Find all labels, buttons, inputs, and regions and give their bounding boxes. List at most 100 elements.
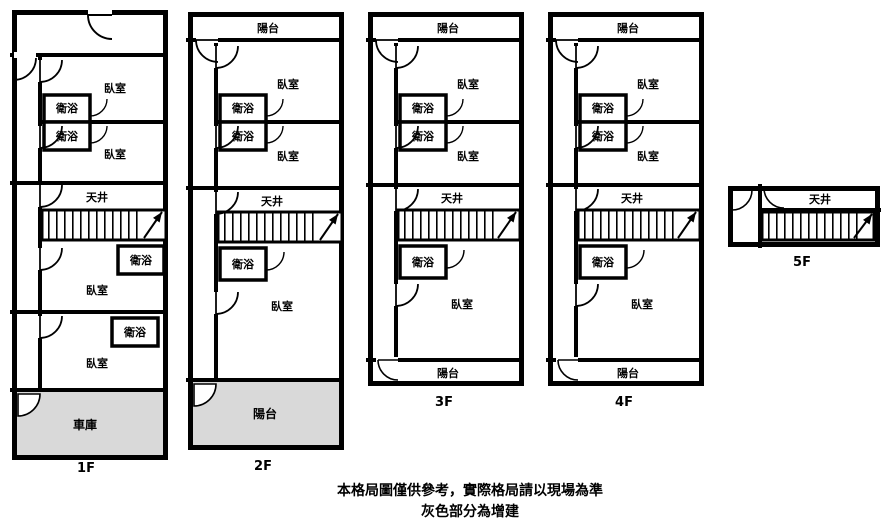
door-arc xyxy=(575,188,599,212)
door-arc xyxy=(265,125,284,144)
door-arc xyxy=(575,45,599,69)
door-arc xyxy=(89,98,108,117)
room-label-balcony: 陽台 xyxy=(253,406,277,421)
door-arc xyxy=(731,189,753,211)
room-label-bath: 衛浴 xyxy=(55,129,79,143)
door-arc xyxy=(39,247,63,271)
outer-wall xyxy=(368,12,524,386)
room-label-bedroom: 臥室 xyxy=(457,77,479,91)
room-label-bath: 衛浴 xyxy=(411,101,435,115)
room-label-balcony: 陽台 xyxy=(257,21,279,35)
door-arc xyxy=(87,14,113,40)
room-label-bedroom: 臥室 xyxy=(451,297,473,311)
bathroom-boxes xyxy=(218,93,268,282)
bathroom-boxes xyxy=(398,93,448,280)
room-label-bath: 衛浴 xyxy=(591,255,615,269)
stair-arrow-icon xyxy=(153,212,162,223)
staircase xyxy=(216,210,344,244)
door-arc xyxy=(445,249,465,269)
door-arc xyxy=(89,125,108,144)
floor-label: 3F xyxy=(435,395,453,410)
room-label-bedroom: 臥室 xyxy=(104,81,126,95)
door-arc xyxy=(395,283,419,307)
door-arc xyxy=(39,315,63,339)
room-label-bedroom: 臥室 xyxy=(104,147,126,161)
balcony-addition-area xyxy=(191,382,341,446)
room-label-lightwell: 天井 xyxy=(621,191,643,205)
room-label-bath: 衛浴 xyxy=(411,255,435,269)
door-arc xyxy=(215,45,239,69)
room-label-bedroom: 臥室 xyxy=(637,77,659,91)
room-label-lightwell: 天井 xyxy=(441,191,463,205)
door-arc xyxy=(445,98,464,117)
door-arc xyxy=(625,249,645,269)
room-label-bath: 衛浴 xyxy=(123,325,147,339)
door-arc xyxy=(265,251,285,271)
room-label-bedroom: 臥室 xyxy=(86,283,108,297)
floorplan-5f: 天井 5F xyxy=(728,184,881,270)
room-label-bedroom: 臥室 xyxy=(637,149,659,163)
door-arc xyxy=(39,59,63,83)
garage-addition-area xyxy=(15,392,165,458)
floorplan-2f: 陽台 臥室 衛浴 衛浴 臥室 天井 衛浴 臥室 陽台 2F xyxy=(186,12,344,474)
room-label-bath: 衛浴 xyxy=(231,257,255,271)
room-label-bath: 衛浴 xyxy=(411,129,435,143)
room-label-bath: 衛浴 xyxy=(231,101,255,115)
floorplan-1f: 臥室 衛浴 衛浴 臥室 天井 衛浴 臥室 衛浴 臥室 車庫 1F xyxy=(10,9,168,476)
floorplan-4f: 陽台 臥室 衛浴 衛浴 臥室 天井 衛浴 臥室 陽台 4F xyxy=(546,12,704,410)
door-arc xyxy=(215,291,239,315)
balcony-door-arc xyxy=(193,383,217,407)
disclaimer-line2: 灰色部分為增建 xyxy=(421,504,519,520)
room-label-bedroom: 臥室 xyxy=(86,356,108,370)
room-label-balcony: 陽台 xyxy=(617,366,639,380)
door-arc xyxy=(395,188,419,212)
stair-arrow-icon xyxy=(507,212,516,223)
room-label-bath: 衛浴 xyxy=(231,129,255,143)
door-arcs xyxy=(13,14,113,417)
stair-arrow-icon xyxy=(863,214,872,225)
staircase xyxy=(40,208,168,242)
bathroom-boxes xyxy=(42,93,166,348)
outer-wall xyxy=(728,186,880,247)
disclaimer-line1: 本格局圖僅供參考，實際格局請以現場為準 xyxy=(337,483,603,499)
floor-label: 4F xyxy=(615,395,633,410)
room-label-bedroom: 臥室 xyxy=(277,77,299,91)
door-arcs xyxy=(193,39,285,407)
door-arc xyxy=(625,125,644,144)
stair-arrow-icon xyxy=(329,214,338,225)
door-arc xyxy=(395,45,419,69)
door-arc xyxy=(265,98,284,117)
room-label-bedroom: 臥室 xyxy=(457,149,479,163)
room-label-garage: 車庫 xyxy=(73,417,97,432)
staircase xyxy=(576,208,702,242)
door-arc xyxy=(445,125,464,144)
room-label-bath: 衛浴 xyxy=(55,101,79,115)
floorplan-3f: 陽台 臥室 衛浴 衛浴 臥室 天井 衛浴 臥室 陽台 3F xyxy=(366,12,524,410)
garage-door-arc xyxy=(17,393,41,417)
interior-walls xyxy=(186,38,343,382)
door-arc xyxy=(625,98,644,117)
door-arc xyxy=(575,283,599,307)
room-label-lightwell: 天井 xyxy=(261,194,283,208)
room-label-bedroom: 臥室 xyxy=(631,297,653,311)
room-label-balcony: 陽台 xyxy=(437,21,459,35)
room-label-bath: 衛浴 xyxy=(591,129,615,143)
room-label-bath: 衛浴 xyxy=(591,101,615,115)
room-label-lightwell: 天井 xyxy=(809,192,831,206)
stair-arrow-icon xyxy=(687,212,696,223)
interior-walls xyxy=(758,184,881,248)
disclaimer: 本格局圖僅供參考，實際格局請以現場為準 灰色部分為增建 xyxy=(160,481,780,523)
room-label-lightwell: 天井 xyxy=(86,190,108,204)
door-arc xyxy=(39,184,63,208)
staircase xyxy=(396,208,522,242)
room-label-balcony: 陽台 xyxy=(617,21,639,35)
room-label-bedroom: 臥室 xyxy=(277,149,299,163)
floor-label: 1F xyxy=(77,461,95,476)
outer-wall xyxy=(548,12,704,386)
door-arc xyxy=(13,57,37,81)
staircase xyxy=(760,210,876,242)
room-label-bath: 衛浴 xyxy=(129,253,153,267)
room-label-bedroom: 臥室 xyxy=(271,299,293,313)
floor-label: 2F xyxy=(254,459,272,474)
